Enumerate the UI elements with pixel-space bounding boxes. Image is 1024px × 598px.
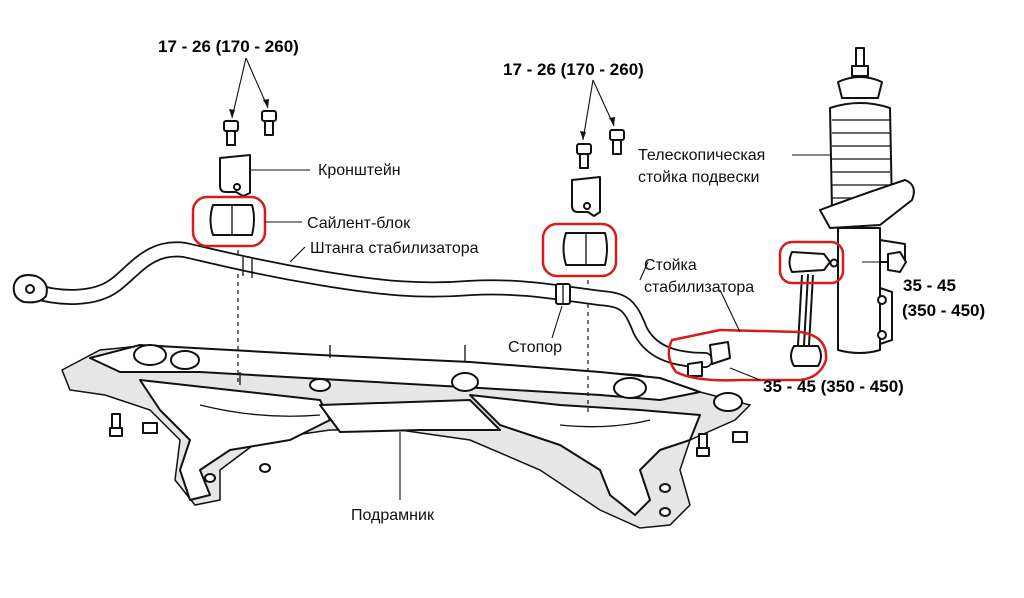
link-lower-bolt (709, 341, 731, 365)
link-upper-joint (788, 251, 831, 273)
stabilizer-link (667, 240, 845, 382)
subframe-bolt-left (109, 413, 158, 437)
right-bracket-hole (583, 202, 591, 210)
strut-nut (862, 251, 907, 273)
torque-label-link-lower: 35 - 45 (350 - 450) (763, 377, 904, 396)
right-bracket (571, 176, 601, 217)
label-stabilizer-bar: Штанга стабилизатора (310, 240, 479, 257)
suspension-strut (819, 47, 915, 354)
left-bracket-hole (233, 183, 241, 191)
label-stopper: Стопор (508, 339, 562, 356)
stabilizer-bar (12, 241, 713, 368)
subframe-bolt-right (696, 431, 748, 457)
right-bushing (562, 232, 608, 266)
link-lower-joint (790, 345, 822, 367)
torque-label-strut-nut-1: 35 - 45 (903, 276, 956, 295)
link-upper-highlight (778, 240, 845, 285)
right-bolt-1 (576, 143, 592, 169)
label-strut-1: Телескопическая (638, 147, 765, 164)
torque-label-right-bracket: 17 - 26 (170 - 260) (503, 60, 644, 79)
torque-label-left-bracket: 17 - 26 (170 - 260) (158, 37, 299, 56)
left-bolt-1 (223, 120, 239, 146)
stopper (555, 283, 571, 305)
left-bracket (219, 154, 251, 197)
right-bolt-2 (609, 129, 625, 155)
label-link-2: стабилизатора (644, 279, 754, 296)
subframe (61, 344, 752, 529)
label-bushing: Сайлент-блок (307, 215, 411, 232)
right-torque-arrows (580, 79, 615, 141)
link-lower-highlight (667, 328, 828, 382)
left-torque-arrows (229, 57, 269, 119)
left-bolt-2 (261, 110, 277, 136)
right-bushing-highlight (541, 222, 618, 278)
label-subframe: Подрамник (351, 507, 435, 524)
label-strut-2: стойка подвески (638, 169, 759, 186)
label-bracket: Кронштейн (318, 162, 401, 179)
torque-label-strut-nut-2: (350 - 450) (902, 301, 985, 320)
label-link-1: Стойка (644, 257, 697, 274)
